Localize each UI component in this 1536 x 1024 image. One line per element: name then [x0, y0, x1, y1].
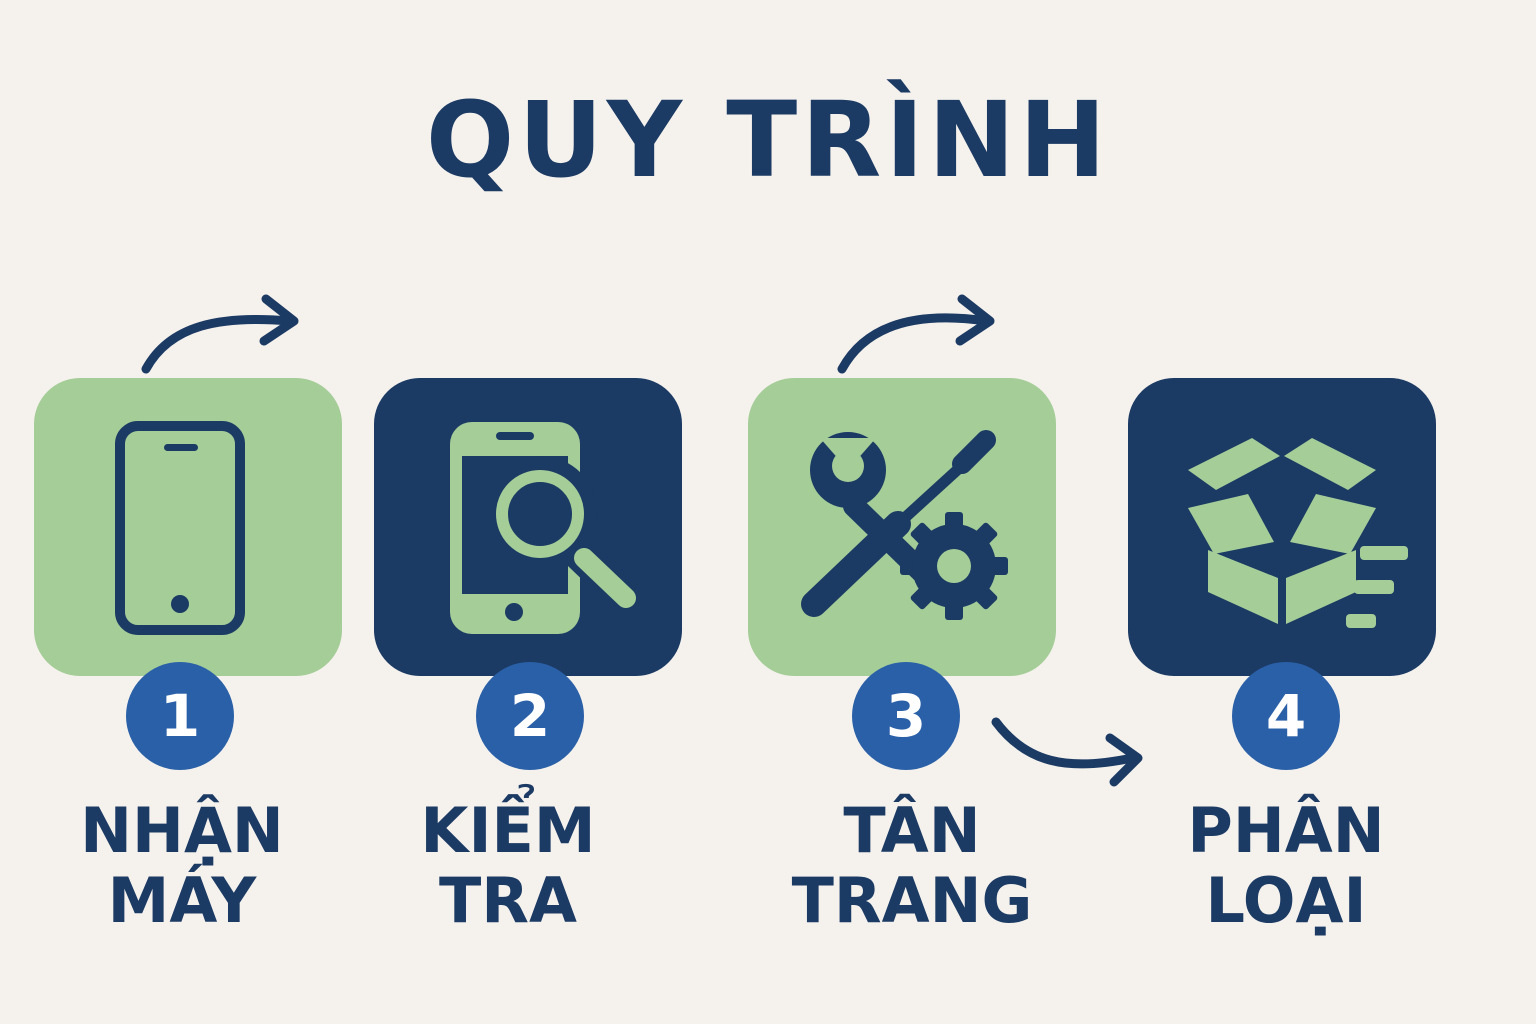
step-3-label-line1: TÂN	[843, 794, 981, 867]
arrow-3-to-4-bottom	[991, 717, 1143, 787]
step-2-card	[374, 378, 682, 676]
step-1-label: NHẬN MÁY	[12, 796, 352, 936]
step-4-label-line1: PHÂN	[1187, 794, 1385, 867]
page-title: QUY TRÌNH	[425, 79, 1111, 201]
step-4-badge: 4	[1232, 662, 1340, 770]
phone-search-icon	[450, 422, 645, 634]
step-3-badge: 3	[852, 662, 960, 770]
step-1-label-line2: MÁY	[107, 864, 257, 937]
box-delivery-icon	[1188, 438, 1408, 628]
step-4-card	[1128, 378, 1436, 676]
step-1-label-line1: NHẬN	[80, 794, 284, 867]
smartphone-icon	[115, 421, 245, 635]
arrow-3-to-4-top	[837, 294, 995, 374]
step-2-badge: 2	[476, 662, 584, 770]
step-2-label-line2: TRA	[438, 864, 578, 937]
step-3-label: TÂN TRANG	[742, 796, 1082, 936]
step-4-label-line2: LOẠI	[1205, 864, 1367, 937]
step-2-label: KIỂM TRA	[338, 796, 678, 936]
step-3-label-line2: TRANG	[791, 864, 1033, 937]
arrow-1-to-2	[141, 294, 299, 374]
step-1-card	[34, 378, 342, 676]
step-4-label: PHÂN LOẠI	[1116, 796, 1456, 936]
step-2-label-line1: KIỂM	[420, 794, 596, 867]
step-1-badge: 1	[126, 662, 234, 770]
step-3-card	[748, 378, 1056, 676]
tools-gear-icon	[801, 430, 1008, 620]
